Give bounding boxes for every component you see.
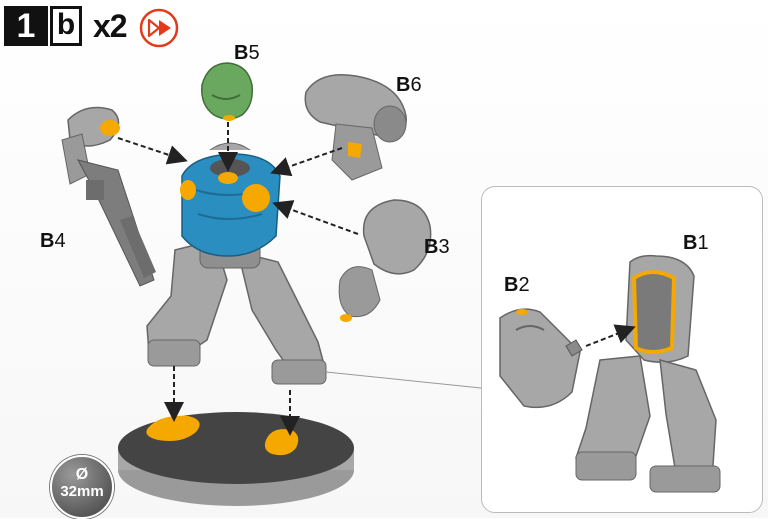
base-size-text: 32mm — [52, 483, 112, 500]
shoulder-pad-part-b3 — [339, 200, 431, 322]
step-quantity: x2 — [93, 6, 127, 46]
neck-glue — [218, 172, 238, 184]
diameter-symbol: Ø — [52, 467, 112, 483]
shoulder-glue-left — [180, 180, 196, 200]
legs-part — [147, 240, 326, 384]
left-arm-gun-part-b4 — [62, 108, 156, 286]
label-b6: B6 — [396, 74, 422, 96]
shoulder-glue-right — [242, 184, 270, 212]
inset-callout-line — [326, 372, 481, 388]
label-b1: B1 — [683, 232, 709, 254]
label-b3: B3 — [424, 236, 450, 258]
base-size-badge: Ø 32mm — [50, 455, 114, 519]
inset-torso-front-b2 — [500, 309, 582, 407]
label-b5: B5 — [234, 42, 260, 64]
right-arm-part-b6 — [305, 75, 406, 180]
glue-icon — [139, 8, 179, 48]
label-b2: B2 — [504, 274, 530, 296]
step-number: 1 — [4, 6, 48, 46]
round-base — [118, 412, 354, 506]
head-part-b5 — [202, 63, 253, 121]
inset-legs-b1 — [576, 256, 720, 492]
label-b4: B4 — [40, 230, 66, 252]
step-substep: b — [50, 6, 82, 46]
torso-part — [180, 143, 280, 256]
inset-arrow — [586, 328, 632, 346]
